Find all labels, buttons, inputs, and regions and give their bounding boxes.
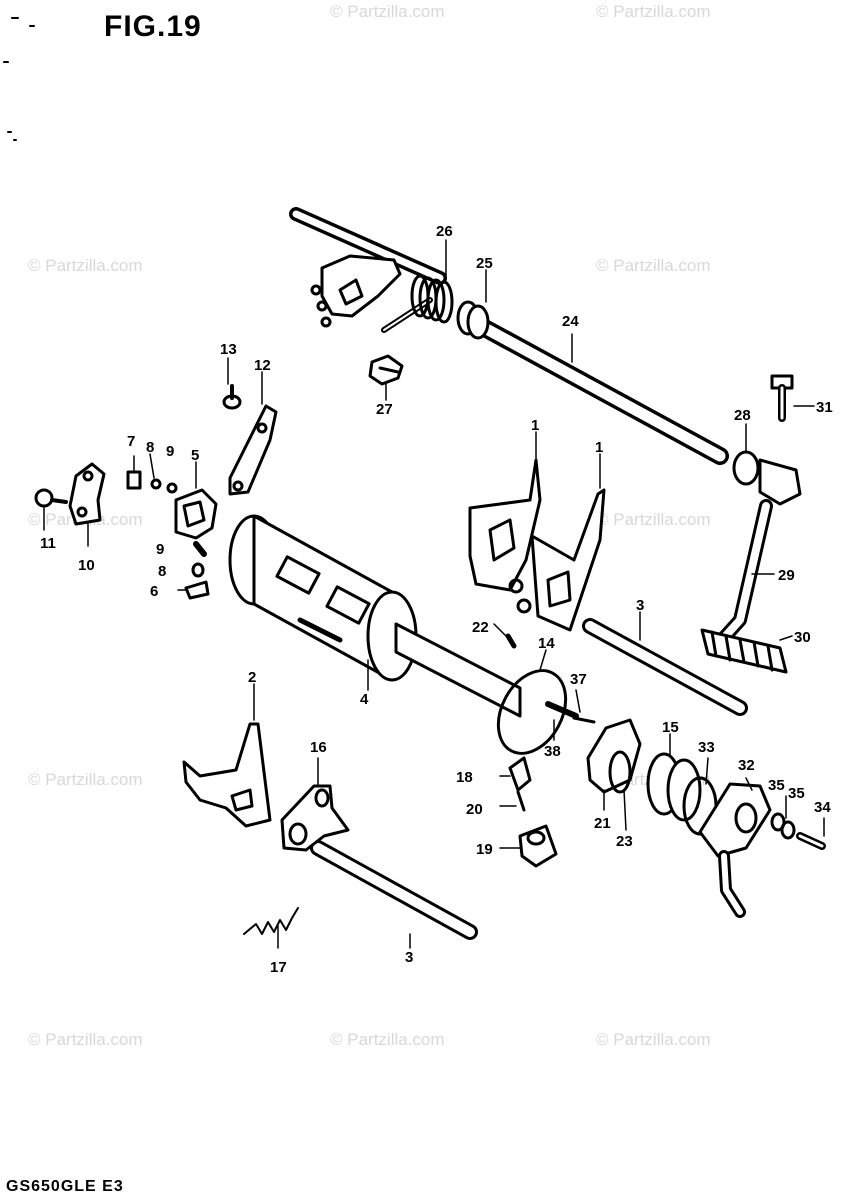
callout-17: 17 [270,959,287,976]
callout-35: 35 [768,777,785,794]
watermark: © Partzilla.com [330,2,445,21]
shift-arm-plate [310,254,433,333]
plate-screw [222,384,242,410]
callout-32: 32 [738,757,755,774]
stopper-bolt [368,354,404,386]
callout-22: 22 [472,619,489,636]
callout-23: 23 [616,833,633,850]
return-spring [410,274,454,324]
leader-lines [43,239,825,949]
cam-stopper [184,580,210,600]
watermark: © Partzilla.com [596,1030,711,1049]
callout-29: 29 [778,567,795,584]
washer [770,812,796,840]
watermark: © Partzilla.com [330,1030,445,1049]
gearshift-shaft [289,207,729,465]
callout-24: 24 [562,313,579,330]
gearshift-fork [182,722,272,828]
cam-pin [545,701,596,724]
neutral-switch [518,824,558,868]
watermark: © Partzilla.com [596,2,711,21]
pin [126,470,142,490]
watermark: © Partzilla.com [28,770,143,789]
callout-4: 4 [360,691,369,708]
callout-27: 27 [376,401,393,418]
shift-cam-cover [698,782,772,918]
gearshift-cam [228,514,522,718]
callout-15: 15 [662,719,679,736]
callout-13: 13 [220,341,237,358]
callout-1: 1 [595,439,603,456]
gearshift-fork [468,458,542,594]
callout-26: 26 [436,223,453,240]
callout-18: 18 [456,769,473,786]
callout-2: 2 [248,669,256,686]
callout-12: 12 [254,357,271,374]
neutral-contact [508,756,532,812]
cam-pin [505,633,517,649]
cam-spring [243,907,299,935]
scan-specks [3,17,35,141]
fork-shaft [310,840,478,940]
callout-16: 16 [310,739,327,756]
cam-circlip [496,669,568,755]
callout-31: 31 [816,399,833,416]
lever-rubber [700,628,788,674]
callout-35: 35 [788,785,805,802]
watermark: © Partzilla.com [28,256,143,275]
callout-25: 25 [476,255,493,272]
callout-6: 6 [150,583,158,600]
cam-driven-gear [174,488,218,540]
callout-34: 34 [814,799,831,816]
cam-guide [280,784,350,852]
watermark: © Partzilla.com [596,256,711,275]
shaft-seal [456,300,490,340]
callout-10: 10 [78,557,95,574]
callout-19: 19 [476,841,493,858]
pin [193,541,207,557]
callout-14: 14 [538,635,555,652]
stopper-plate [68,462,106,526]
callout-9: 9 [166,443,174,460]
pin [150,478,162,490]
callouts: 1 1 2 3 3 4 5 6 7 8 8 9 9 10 11 12 13 14… [40,223,833,976]
callout-21: 21 [594,815,611,832]
callout-28: 28 [734,407,751,424]
callout-3: 3 [636,597,644,614]
watermark: © Partzilla.com [28,1030,143,1049]
pin [191,562,205,578]
callout-8: 8 [146,439,154,456]
callout-5: 5 [191,447,199,464]
figure-title: FIG.19 [104,10,202,43]
stopper-bolt [34,488,68,508]
gearshift-fork [516,488,606,632]
callout-38: 38 [544,743,561,760]
watermark: © Partzilla.com [596,510,711,529]
bearing [646,752,702,822]
gearshift-lever [715,450,802,647]
callout-20: 20 [466,801,483,818]
callout-11: 11 [40,535,56,552]
lever-bolt [770,374,794,422]
stopper-spring-plate [228,404,278,496]
callout-1: 1 [531,417,539,434]
callout-30: 30 [794,629,811,646]
callout-8: 8 [158,563,166,580]
callout-37: 37 [570,671,587,688]
fork-shaft [582,618,748,716]
pin [166,482,178,494]
circlip-small [608,750,632,794]
cover-screw [796,832,826,850]
model-code: GS650GLE E3 [6,1178,124,1195]
callout-7: 7 [127,433,135,450]
callout-3: 3 [405,949,413,966]
callout-33: 33 [698,739,715,756]
callout-9: 9 [156,541,164,558]
